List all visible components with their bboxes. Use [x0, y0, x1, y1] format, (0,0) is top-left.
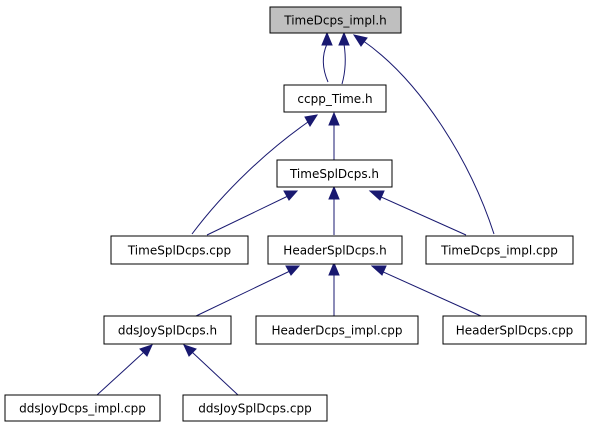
edge-ccpp-time-to-root-a — [321, 31, 333, 83]
edge-ccpp-time-to-root-b — [338, 31, 350, 85]
node-timedcps-impl-h[interactable]: TimeDcps_impl.h — [269, 6, 402, 34]
node-headerdcps-impl-cpp[interactable]: HeaderDcps_impl.cpp — [255, 315, 419, 345]
edge-ddsjoyspl-cpp-to-ddsjoy-h — [183, 344, 239, 396]
edge-headerdcps-cpp-to-headerspl-h — [328, 261, 340, 316]
node-ddsjoyspldcps-h[interactable]: ddsJoySplDcps.h — [103, 315, 232, 345]
node-label: ccpp_Time.h — [297, 92, 372, 106]
edge-timespl-cpp-to-timespl-h — [206, 190, 299, 236]
node-timespldcps-h[interactable]: TimeSplDcps.h — [276, 159, 393, 188]
node-label: TimeDcps_impl.h — [283, 14, 386, 28]
node-ddsjoydcps-impl-cpp[interactable]: ddsJoyDcps_impl.cpp — [4, 394, 161, 422]
node-headerspldcps-cpp[interactable]: HeaderSplDcps.cpp — [442, 315, 587, 345]
edge-timespl-cpp-to-ccpp-time — [191, 114, 319, 235]
node-label: HeaderDcps_impl.cpp — [271, 324, 402, 338]
node-timespldcps-cpp[interactable]: TimeSplDcps.cpp — [110, 235, 249, 265]
edge-ddsjoy-h-to-headerspl-h — [195, 265, 301, 317]
node-label: TimeSplDcps.cpp — [127, 244, 231, 258]
node-label: TimeDcps_impl.cpp — [440, 244, 558, 258]
node-label: HeaderSplDcps.cpp — [456, 324, 574, 338]
node-label: HeaderSplDcps.h — [283, 244, 386, 258]
node-label: TimeSplDcps.h — [289, 167, 379, 181]
node-ccpp-time-h[interactable]: ccpp_Time.h — [283, 84, 387, 113]
edge-headerspl-h-to-timespl-h — [328, 185, 340, 235]
edge-headerspl-cpp-to-headerspl-h — [370, 265, 482, 317]
node-label: ddsJoySplDcps.cpp — [198, 402, 311, 416]
edge-timedcps-cpp-to-root — [352, 34, 495, 235]
edge-timespl-h-to-ccpp-time — [328, 111, 340, 160]
node-label: ddsJoyDcps_impl.cpp — [19, 402, 146, 416]
edge-ddsjoydcps-cpp-to-ddsjoy-h — [96, 344, 153, 396]
node-ddsjoyspldcps-cpp[interactable]: ddsJoySplDcps.cpp — [182, 394, 328, 422]
node-headerspldcps-h[interactable]: HeaderSplDcps.h — [267, 235, 403, 265]
edge-timedcps-cpp-to-timespl-h — [368, 190, 467, 236]
node-label: ddsJoySplDcps.h — [118, 324, 217, 338]
node-timedcps-impl-cpp[interactable]: TimeDcps_impl.cpp — [425, 235, 574, 265]
